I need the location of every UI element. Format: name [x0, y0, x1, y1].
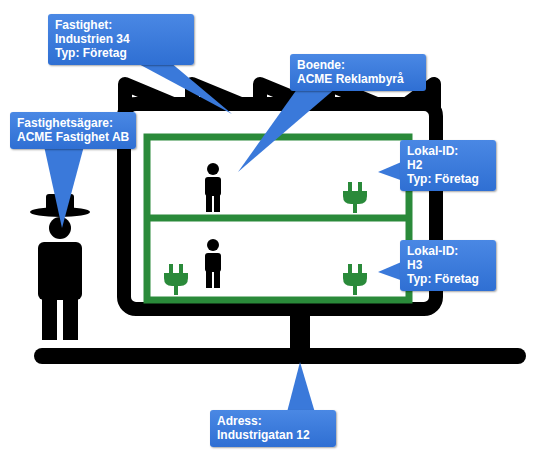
- callout-text: Typ: Företag: [407, 172, 489, 186]
- callout-text: Industrigatan 12: [217, 428, 329, 442]
- plug-icon: [164, 264, 188, 295]
- callout-box: Boende:ACME Reklambyrå: [290, 54, 426, 91]
- callout-text: Industrien 34: [55, 32, 187, 46]
- callout-text: ACME Reklambyrå: [297, 72, 419, 86]
- callout-text: Adress:: [217, 414, 329, 428]
- callout-box: Lokal-ID:H3Typ: Företag: [400, 240, 496, 291]
- callout-text: Typ: Företag: [407, 272, 489, 286]
- plug-icon: [343, 264, 367, 295]
- callout-text: H3: [407, 258, 489, 272]
- callout-text: ACME Fastighet AB: [17, 130, 129, 144]
- floor-outline: [147, 137, 409, 300]
- callout-text: Fastighetsägare:: [17, 116, 129, 130]
- floor-divider: [147, 215, 409, 222]
- callout-text: Boende:: [297, 58, 419, 72]
- callout-text: Lokal-ID:: [407, 144, 489, 158]
- plug-icon: [343, 182, 367, 213]
- building-stand: [290, 309, 310, 351]
- person-icon: [205, 239, 221, 288]
- callout-text: Typ: Företag: [55, 46, 187, 60]
- person-icon: [205, 163, 221, 212]
- ground-line: [42, 348, 518, 364]
- callout-text: Lokal-ID:: [407, 244, 489, 258]
- callout-box: Fastighet:Industrien 34Typ: Företag: [48, 14, 194, 65]
- callout-box: Fastighetsägare:ACME Fastighet AB: [10, 112, 136, 149]
- callout-box: Adress:Industrigatan 12: [210, 410, 336, 447]
- callout-box: Lokal-ID:H2Typ: Företag: [400, 140, 496, 191]
- callout-text: Fastighet:: [55, 18, 187, 32]
- callout-text: H2: [407, 158, 489, 172]
